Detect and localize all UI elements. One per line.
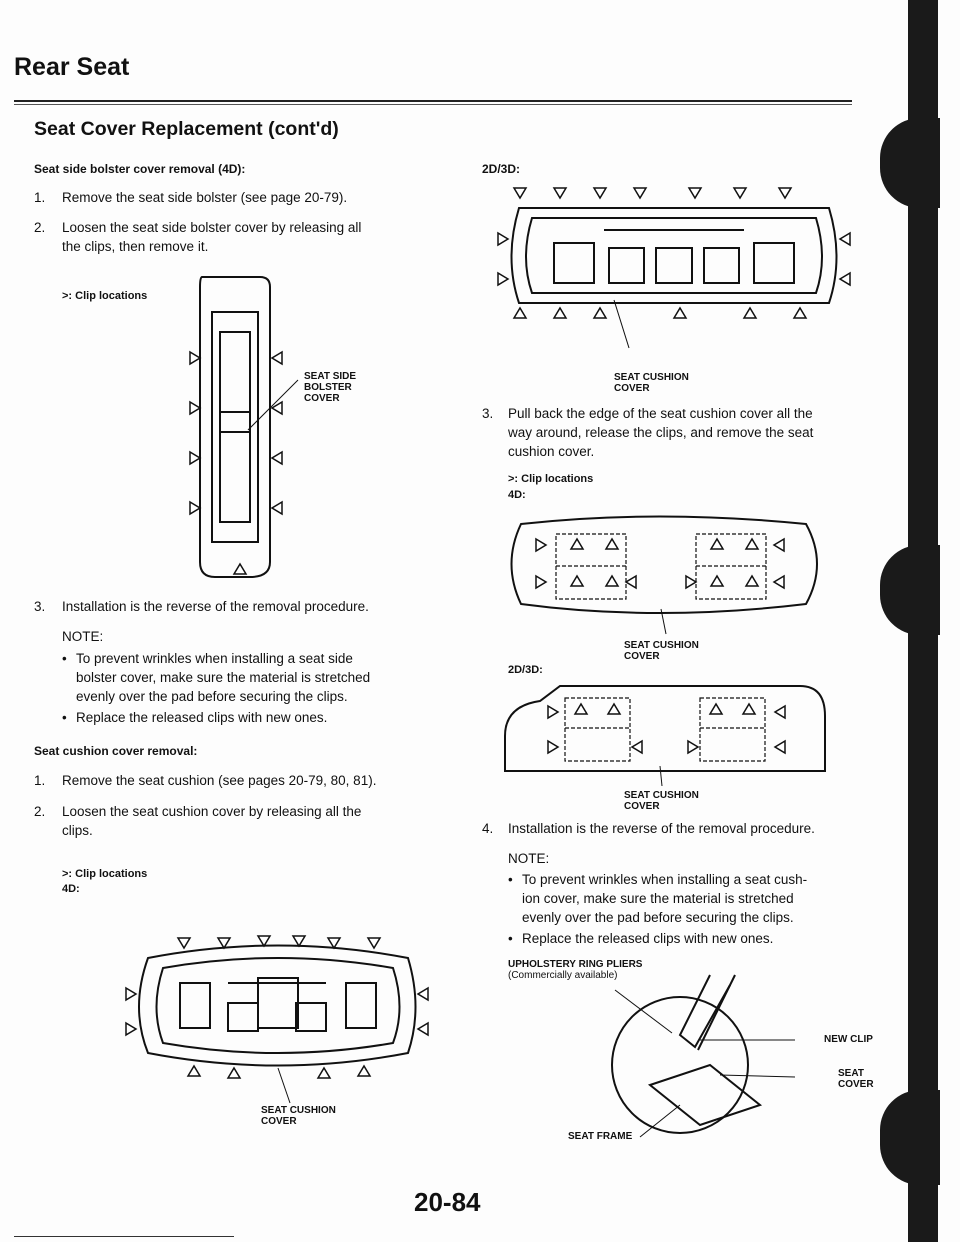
step-2-number: 2. [34,220,46,235]
footer-rule [14,1236,234,1237]
cushion-step-2-b: clips. [62,823,93,838]
right-note-1-c: evenly over the pad before securing the … [522,910,794,925]
note-1-b: bolster cover, make sure the material is… [76,670,371,685]
note-label: NOTE: [62,629,104,644]
r-step-4-number: 4. [482,821,494,836]
variant-2d3d-top: 2D/3D: [482,162,521,176]
header-rule-thin [14,104,852,105]
right-4d-cushion-diagram [510,515,818,635]
variant-4d-left: 4D: [62,883,80,895]
binding-tab-3 [880,1090,940,1185]
right-step-3-b: way around, release the clips, and remov… [508,425,814,440]
pliers-label: UPHOLSTERY RING PLIERS (Commercially ava… [508,959,643,981]
variant-4d-right: 4D: [508,489,526,501]
left-cushion-callout: SEAT CUSHION COVER [261,1105,336,1127]
clip-legend-2: >: Clip locations [62,868,148,880]
bolster-step-2-b: the clips, then remove it. [62,239,209,254]
right-note-2: Replace the released clips with new ones… [508,930,773,948]
bolster-callout: SEAT SIDE BOLSTER COVER [304,371,357,404]
header-rule [14,100,852,102]
variant-2d3d-right: 2D/3D: [508,664,543,676]
bolster-heading: Seat side bolster cover removal (4D): [34,162,246,176]
right-mid-callout: SEAT CUSHION COVER [624,640,699,662]
right-step-3-a: Pull back the edge of the seat cushion c… [508,406,813,421]
right-low-callout: SEAT CUSHION COVER [624,790,699,812]
pliers-diagram [611,974,796,1138]
binding-tab-2 [880,545,940,635]
new-clip-label: NEW CLIP [824,1034,873,1045]
left-cushion-diagram [125,935,429,1104]
cushion-step-2-a: Loosen the seat cushion cover by releasi… [62,804,362,819]
c-step-1-number: 1. [34,773,46,788]
right-step-3-c: cushion cover. [508,444,595,459]
cushion-heading: Seat cushion cover removal: [34,744,198,758]
bolster-step-2-a: Loosen the seat side bolster cover by re… [62,220,362,235]
step-1-number: 1. [34,190,46,205]
right-top-callout: SEAT CUSHION COVER [614,372,689,394]
bolster-step-1: Remove the seat side bolster (see page 2… [62,190,348,205]
right-top-cushion-diagram [497,187,851,349]
seat-frame-label: SEAT FRAME [568,1131,633,1142]
right-2d3d-cushion-diagram [504,685,826,787]
right-clip-legend: >: Clip locations [508,473,594,485]
right-step-4: Installation is the reverse of the remov… [508,821,815,836]
r-step-3-number: 3. [482,406,494,421]
note-2: Replace the released clips with new ones… [62,709,327,727]
note-1-c: evenly over the pad before securing the … [76,689,348,704]
binding-tab-1 [880,118,940,208]
section-title: Seat Cover Replacement (cont'd) [34,118,339,140]
right-note-label: NOTE: [508,851,550,866]
bolster-step-3: Installation is the reverse of the remov… [62,599,369,614]
bolster-diagram [189,276,299,578]
right-note-1-b: ion cover, make sure the material is str… [522,891,794,906]
step-3-number: 3. [34,599,46,614]
note-1-a: To prevent wrinkles when installing a se… [62,650,353,668]
clip-legend: >: Clip locations [62,290,148,302]
right-note-1-a: To prevent wrinkles when installing a se… [508,871,807,889]
seat-cover-label: SEAT COVER [838,1068,874,1090]
page-number: 20-84 [414,1187,481,1217]
cushion-step-1: Remove the seat cushion (see pages 20-79… [62,773,377,788]
page-title: Rear Seat [14,53,130,81]
c-step-2-number: 2. [34,804,46,819]
